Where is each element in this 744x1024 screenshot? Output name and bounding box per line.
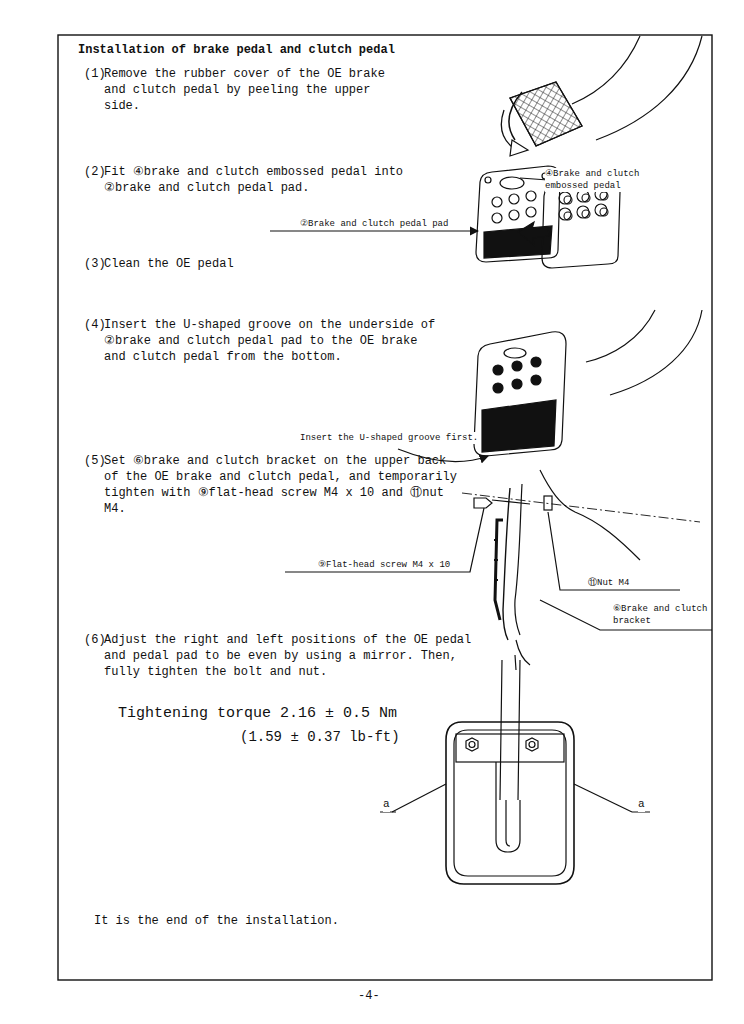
- callout-label: ⑪Nut M4: [588, 577, 629, 589]
- dimension-label: a: [383, 797, 390, 812]
- step-number: (1): [84, 66, 106, 82]
- callout-label: ④Brake and clutch embossed pedal: [545, 168, 647, 192]
- step-number: (3): [84, 256, 106, 272]
- step-number: (5): [84, 453, 106, 469]
- step-text: Insert the U-shaped groove on the unders…: [104, 317, 444, 365]
- step-text: Set ⑥brake and clutch bracket on the upp…: [104, 453, 460, 517]
- step-text: Adjust the right and left positions of t…: [104, 632, 480, 680]
- step-text: Remove the rubber cover of the OE brake …: [104, 66, 404, 114]
- callout-label: Insert the U-shaped groove first.: [300, 432, 478, 444]
- step-text: Clean the OE pedal: [104, 256, 404, 272]
- closing-note: It is the end of the installation.: [94, 913, 339, 929]
- step-number: (6): [84, 632, 106, 648]
- step-text: Fit ④brake and clutch embossed pedal int…: [104, 164, 440, 196]
- dimension-label: a: [638, 797, 645, 812]
- page-heading: Installation of brake pedal and clutch p…: [78, 42, 395, 58]
- torque-value: Tightening torque 2.16 ± 0.5 Nm: [118, 704, 397, 724]
- step-number: (4): [84, 317, 106, 333]
- callout-label: ⑨Flat-head screw M4 x 10: [318, 559, 450, 571]
- page-number: -4-: [358, 988, 380, 1004]
- callout-label: ②Brake and clutch pedal pad: [300, 218, 448, 230]
- torque-value: (1.59 ± 0.37 lb-ft): [240, 728, 400, 747]
- step-number: (2): [84, 164, 106, 180]
- callout-label: ⑥Brake and clutch bracket: [613, 603, 709, 627]
